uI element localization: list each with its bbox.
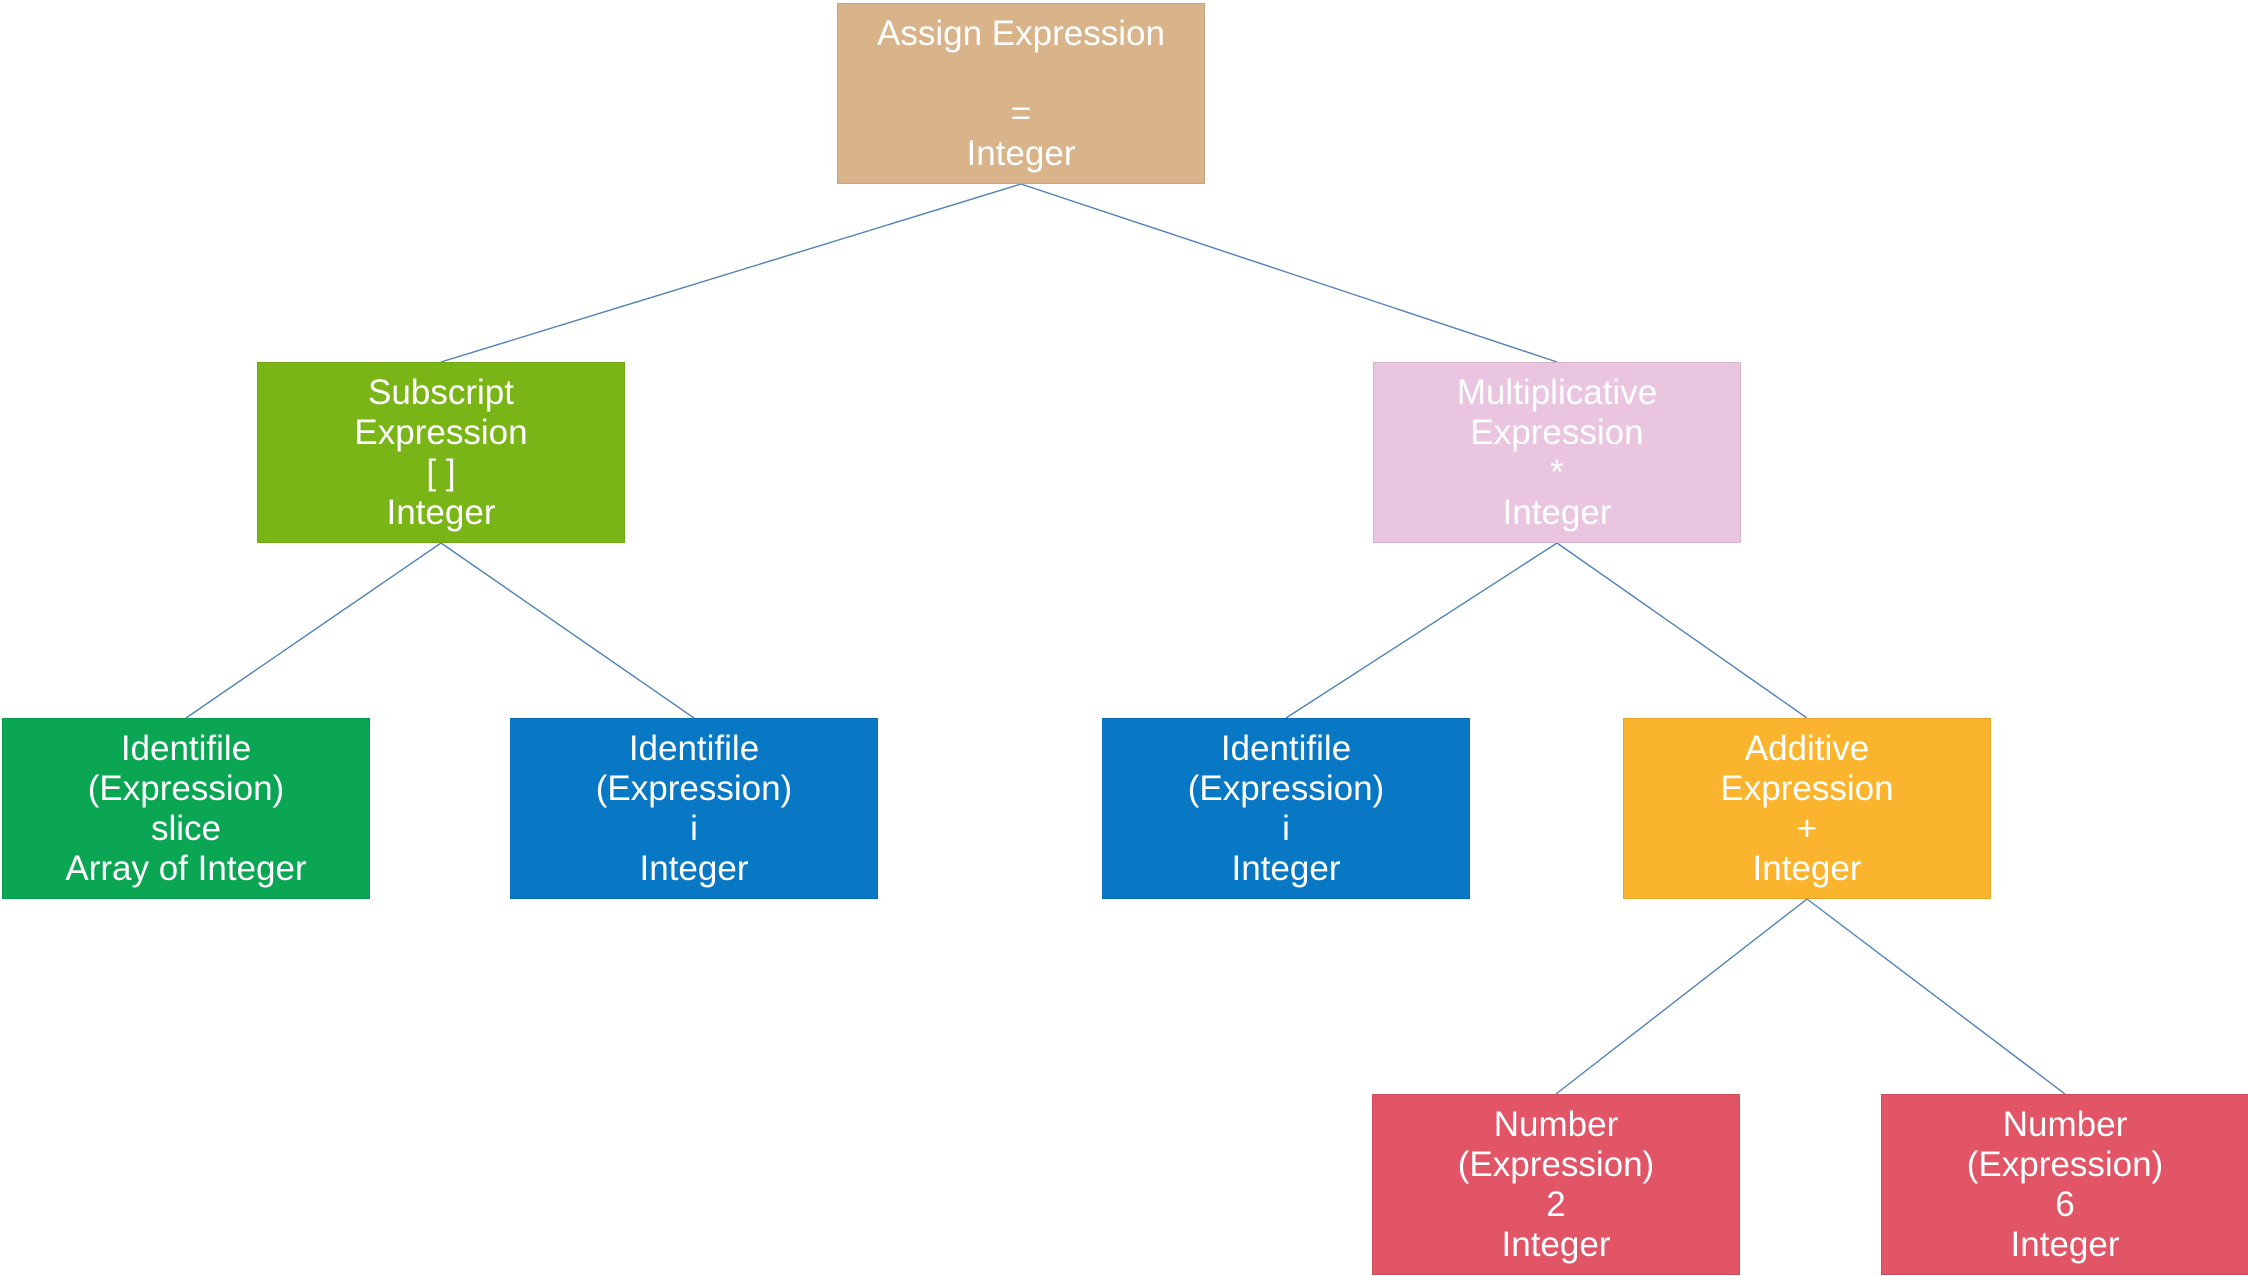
node-line: Identifile bbox=[1220, 728, 1352, 768]
node-line: (Expression) bbox=[87, 768, 285, 808]
tree-node-assign-expression: Assign Expression = Integer bbox=[837, 3, 1205, 184]
tree-node-identifile-i-right: Identifile (Expression) i Integer bbox=[1102, 718, 1470, 899]
node-line: 2 bbox=[1546, 1184, 1566, 1224]
node-line: Number bbox=[2002, 1104, 2128, 1144]
node-line: 6 bbox=[2055, 1184, 2075, 1224]
node-line: Identifile bbox=[120, 728, 252, 768]
node-line: Multiplicative bbox=[1456, 372, 1658, 412]
tree-node-identifile-i-left: Identifile (Expression) i Integer bbox=[510, 718, 878, 899]
node-line: Assign Expression bbox=[877, 13, 1165, 53]
node-line: Integer bbox=[1502, 492, 1612, 532]
node-line bbox=[838, 54, 1204, 94]
node-line: (Expression) bbox=[1457, 1144, 1655, 1184]
tree-node-additive-expression: Additive Expression + Integer bbox=[1623, 718, 1991, 899]
node-line: Integer bbox=[386, 492, 496, 532]
node-line: slice bbox=[150, 808, 222, 848]
node-line: [ ] bbox=[426, 452, 456, 492]
node-line: Number bbox=[1493, 1104, 1619, 1144]
node-line: Integer bbox=[1231, 848, 1341, 888]
tree-node-identifile-slice: Identifile (Expression) slice Array of I… bbox=[2, 718, 370, 899]
node-line: Identifile bbox=[628, 728, 760, 768]
node-line: Integer bbox=[2010, 1224, 2120, 1264]
node-line: + bbox=[1796, 808, 1818, 848]
node-line: (Expression) bbox=[595, 768, 793, 808]
node-line: Expression bbox=[1720, 768, 1894, 808]
node-line: Additive bbox=[1744, 728, 1870, 768]
node-line: Expression bbox=[354, 412, 528, 452]
node-line: = bbox=[1010, 93, 1032, 133]
node-line: Subscript bbox=[368, 372, 514, 412]
node-line: Integer bbox=[639, 848, 749, 888]
tree-node-number-2: Number (Expression) 2 Integer bbox=[1372, 1094, 1740, 1275]
tree-node-subscript-expression: Subscript Expression [ ] Integer bbox=[257, 362, 625, 543]
node-line: Integer bbox=[1752, 848, 1862, 888]
node-line: Array of Integer bbox=[65, 848, 307, 888]
node-line: * bbox=[1550, 452, 1564, 492]
node-line: Integer bbox=[1501, 1224, 1611, 1264]
node-line: (Expression) bbox=[1187, 768, 1385, 808]
node-line: Expression bbox=[1470, 412, 1644, 452]
node-line: Integer bbox=[966, 133, 1076, 173]
tree-node-number-6: Number (Expression) 6 Integer bbox=[1881, 1094, 2248, 1275]
node-line: i bbox=[690, 808, 698, 848]
tree-node-multiplicative-expression: Multiplicative Expression * Integer bbox=[1373, 362, 1741, 543]
node-line: i bbox=[1282, 808, 1290, 848]
node-line: (Expression) bbox=[1966, 1144, 2164, 1184]
